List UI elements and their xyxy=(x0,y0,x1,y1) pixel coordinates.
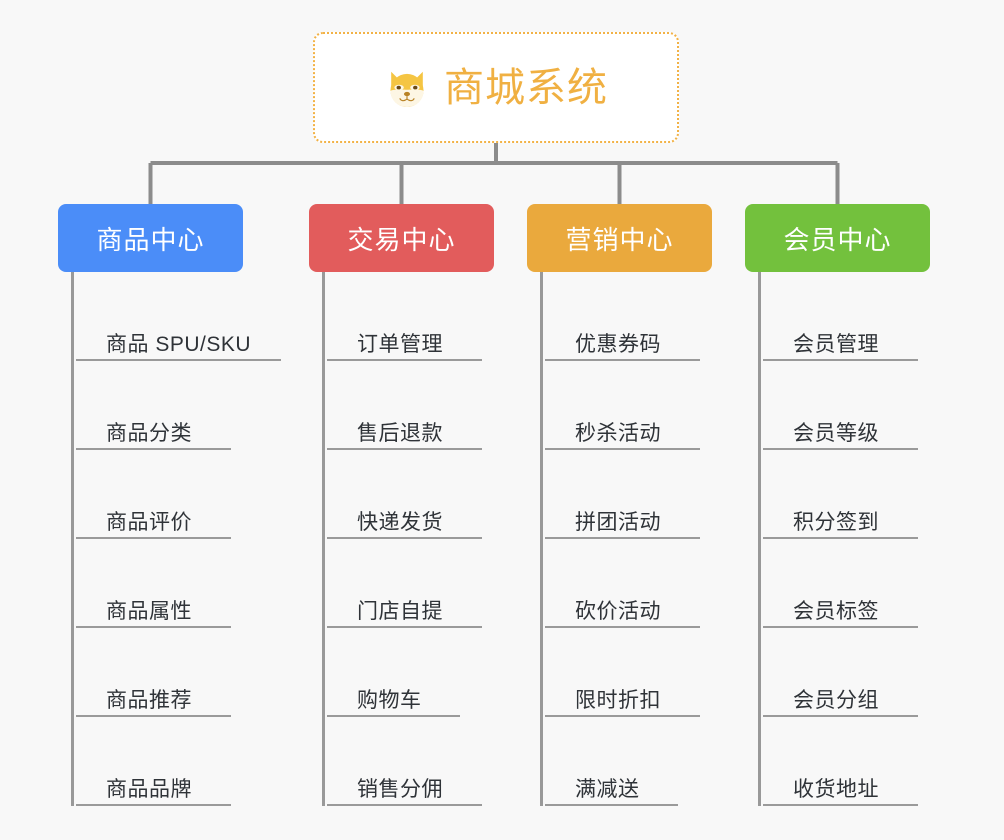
leaf-underline xyxy=(76,715,231,717)
leaf-underline xyxy=(76,537,231,539)
leaf-label: 拼团活动 xyxy=(575,510,661,534)
leaf-underline xyxy=(545,804,678,806)
leaf-label: 优惠券码 xyxy=(575,332,661,356)
leaf-list-trade-center: 订单管理售后退款快递发货门店自提购物车销售分佣 xyxy=(322,272,494,806)
leaf-label: 商品推荐 xyxy=(106,688,192,712)
leaf-label: 砍价活动 xyxy=(575,599,661,623)
leaf-label: 商品属性 xyxy=(106,599,192,623)
leaf-item[interactable]: 会员管理 xyxy=(763,272,930,361)
leaf-underline xyxy=(763,804,918,806)
leaf-label: 门店自提 xyxy=(357,599,443,623)
leaf-item[interactable]: 收货地址 xyxy=(763,717,930,806)
leaf-label: 售后退款 xyxy=(357,421,443,445)
category-label: 交易中心 xyxy=(347,224,456,255)
leaf-item[interactable]: 订单管理 xyxy=(327,272,494,361)
leaf-item[interactable]: 会员标签 xyxy=(763,539,930,628)
leaf-item[interactable]: 销售分佣 xyxy=(327,717,494,806)
category-box-product-center[interactable]: 商品中心 xyxy=(58,204,243,272)
category-label: 营销中心 xyxy=(565,224,674,255)
leaf-item[interactable]: 会员等级 xyxy=(763,361,930,450)
leaf-label: 积分签到 xyxy=(793,510,879,534)
leaf-underline xyxy=(763,359,918,361)
leaf-label: 收货地址 xyxy=(793,777,879,801)
leaf-underline xyxy=(763,448,918,450)
leaf-underline xyxy=(327,537,482,539)
leaf-label: 订单管理 xyxy=(357,332,443,356)
leaf-item[interactable]: 优惠券码 xyxy=(545,272,712,361)
leaf-item[interactable]: 秒杀活动 xyxy=(545,361,712,450)
leaf-item[interactable]: 商品品牌 xyxy=(76,717,243,806)
leaf-label: 快递发货 xyxy=(357,510,443,534)
leaf-underline xyxy=(76,359,281,361)
category-label: 会员中心 xyxy=(783,224,892,255)
column-trade-center: 交易中心订单管理售后退款快递发货门店自提购物车销售分佣 xyxy=(309,204,494,806)
leaf-item[interactable]: 商品分类 xyxy=(76,361,243,450)
leaf-item[interactable]: 砍价活动 xyxy=(545,539,712,628)
leaf-underline xyxy=(327,715,460,717)
leaf-underline xyxy=(545,537,700,539)
leaf-item[interactable]: 商品推荐 xyxy=(76,628,243,717)
leaf-underline xyxy=(545,715,700,717)
leaf-underline xyxy=(545,626,700,628)
leaf-item[interactable]: 商品属性 xyxy=(76,539,243,628)
leaf-item[interactable]: 积分签到 xyxy=(763,450,930,539)
leaf-label: 会员等级 xyxy=(793,421,879,445)
leaf-label: 商品分类 xyxy=(106,421,192,445)
root-title: 商城系统 xyxy=(444,65,608,110)
leaf-label: 购物车 xyxy=(357,688,422,712)
leaf-list-member-center: 会员管理会员等级积分签到会员标签会员分组收货地址 xyxy=(758,272,930,806)
leaf-label: 商品品牌 xyxy=(106,777,192,801)
leaf-item[interactable]: 商品评价 xyxy=(76,450,243,539)
leaf-label: 商品评价 xyxy=(106,510,192,534)
leaf-underline xyxy=(545,448,700,450)
leaf-underline xyxy=(76,626,231,628)
leaf-underline xyxy=(763,537,918,539)
leaf-label: 满减送 xyxy=(575,777,640,801)
leaf-item[interactable]: 满减送 xyxy=(545,717,712,806)
category-box-member-center[interactable]: 会员中心 xyxy=(745,204,930,272)
leaf-underline xyxy=(327,626,482,628)
leaf-list-product-center: 商品 SPU/SKU 商品分类商品评价商品属性商品推荐商品品牌 xyxy=(71,272,281,806)
leaf-underline xyxy=(545,359,700,361)
leaf-underline xyxy=(327,359,482,361)
leaf-underline xyxy=(763,715,918,717)
column-product-center: 商品中心商品 SPU/SKU 商品分类商品评价商品属性商品推荐商品品牌 xyxy=(58,204,281,806)
shiba-dog-face-icon xyxy=(390,71,424,107)
leaf-underline xyxy=(327,804,482,806)
category-box-trade-center[interactable]: 交易中心 xyxy=(309,204,494,272)
category-label: 商品中心 xyxy=(96,224,205,255)
leaf-item[interactable]: 会员分组 xyxy=(763,628,930,717)
leaf-label: 会员管理 xyxy=(793,332,879,356)
leaf-label: 会员标签 xyxy=(793,599,879,623)
leaf-label: 会员分组 xyxy=(793,688,879,712)
leaf-item[interactable]: 售后退款 xyxy=(327,361,494,450)
root-node[interactable]: 商城系统 xyxy=(313,32,679,143)
leaf-underline xyxy=(76,804,231,806)
leaf-item[interactable]: 门店自提 xyxy=(327,539,494,628)
leaf-item[interactable]: 拼团活动 xyxy=(545,450,712,539)
leaf-underline xyxy=(327,448,482,450)
column-marketing-center: 营销中心优惠券码秒杀活动拼团活动砍价活动限时折扣满减送 xyxy=(527,204,712,806)
leaf-underline xyxy=(76,448,231,450)
leaf-label: 秒杀活动 xyxy=(575,421,661,445)
leaf-item[interactable]: 购物车 xyxy=(327,628,494,717)
category-box-marketing-center[interactable]: 营销中心 xyxy=(527,204,712,272)
leaf-item[interactable]: 商品 SPU/SKU xyxy=(76,272,281,361)
leaf-underline xyxy=(763,626,918,628)
leaf-label: 限时折扣 xyxy=(575,688,661,712)
column-member-center: 会员中心会员管理会员等级积分签到会员标签会员分组收货地址 xyxy=(745,204,930,806)
leaf-label: 商品 SPU/SKU xyxy=(106,332,252,356)
leaf-list-marketing-center: 优惠券码秒杀活动拼团活动砍价活动限时折扣满减送 xyxy=(540,272,712,806)
leaf-label: 销售分佣 xyxy=(357,777,443,801)
leaf-item[interactable]: 限时折扣 xyxy=(545,628,712,717)
leaf-item[interactable]: 快递发货 xyxy=(327,450,494,539)
